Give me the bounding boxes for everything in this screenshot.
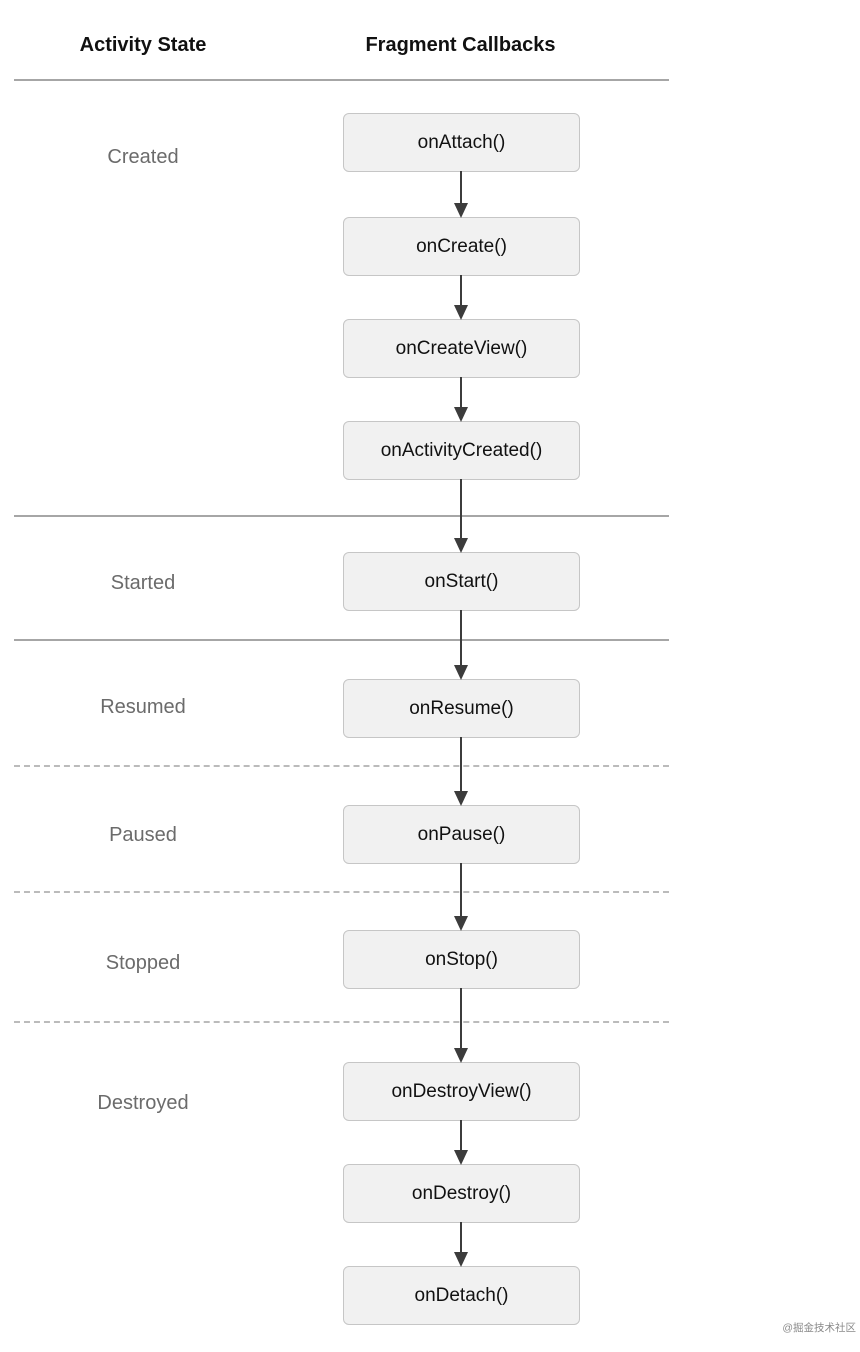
arrow-line [460, 479, 462, 539]
arrow-line [460, 1222, 462, 1253]
arrow-ondestroyview-to-ondestroy [454, 1120, 468, 1165]
arrow-line [460, 377, 462, 408]
callback-box-onactivitycreated: onActivityCreated() [343, 421, 580, 480]
callback-box-ondestroyview: onDestroyView() [343, 1062, 580, 1121]
fragment-callbacks-header: Fragment Callbacks [365, 34, 556, 56]
state-label-paused: Paused [109, 824, 177, 846]
state-label-destroyed: Destroyed [97, 1092, 189, 1114]
arrow-ondestroy-to-ondetach [454, 1222, 468, 1267]
divider-stopped-destroyed [14, 1021, 669, 1023]
arrow-line [460, 988, 462, 1049]
arrow-head-icon [454, 203, 468, 218]
watermark: @掘金技术社区 [782, 1322, 856, 1334]
arrow-onactivitycreated-to-onstart [454, 479, 468, 553]
callback-box-oncreate: onCreate() [343, 217, 580, 276]
arrow-head-icon [454, 1252, 468, 1267]
callback-box-onstart: onStart() [343, 552, 580, 611]
divider-resumed-paused [14, 765, 669, 767]
state-label-resumed: Resumed [100, 696, 186, 718]
arrow-line [460, 737, 462, 792]
divider-paused-stopped [14, 891, 669, 893]
state-label-created: Created [107, 146, 179, 168]
arrow-head-icon [454, 538, 468, 553]
header-divider [14, 79, 669, 81]
arrow-line [460, 275, 462, 306]
callback-box-onattach: onAttach() [343, 113, 580, 172]
arrow-head-icon [454, 665, 468, 680]
arrow-line [460, 171, 462, 204]
arrow-line [460, 863, 462, 917]
activity-state-header: Activity State [79, 34, 207, 56]
arrow-onresume-to-onpause [454, 737, 468, 806]
callback-box-onpause: onPause() [343, 805, 580, 864]
arrow-head-icon [454, 1048, 468, 1063]
callback-box-onstop: onStop() [343, 930, 580, 989]
callback-box-oncreateview: onCreateView() [343, 319, 580, 378]
arrow-line [460, 610, 462, 666]
callback-box-ondestroy: onDestroy() [343, 1164, 580, 1223]
arrow-onattach-to-oncreate [454, 171, 468, 218]
arrow-onstart-to-onresume [454, 610, 468, 680]
arrow-onstop-to-ondestroyview [454, 988, 468, 1063]
state-label-stopped: Stopped [105, 952, 181, 974]
callback-box-ondetach: onDetach() [343, 1266, 580, 1325]
arrow-head-icon [454, 407, 468, 422]
arrow-head-icon [454, 791, 468, 806]
callback-box-onresume: onResume() [343, 679, 580, 738]
arrow-oncreateview-to-onactivitycreated [454, 377, 468, 422]
arrow-line [460, 1120, 462, 1151]
arrow-oncreate-to-oncreateview [454, 275, 468, 320]
arrow-onpause-to-onstop [454, 863, 468, 931]
arrow-head-icon [454, 916, 468, 931]
state-label-started: Started [110, 572, 176, 594]
divider-created-started [14, 515, 669, 517]
arrow-head-icon [454, 1150, 468, 1165]
arrow-head-icon [454, 305, 468, 320]
divider-started-resumed [14, 639, 669, 641]
